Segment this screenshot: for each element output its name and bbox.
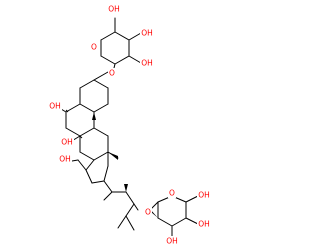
wedge-bond (92, 112, 96, 120)
bond (91, 180, 105, 184)
bond (157, 217, 173, 227)
bond (65, 127, 81, 137)
bond (65, 103, 81, 113)
hash-bond (79, 135, 83, 139)
ring-oh-label: OH (59, 155, 71, 164)
bond (125, 215, 135, 231)
top-sugar-ring-oxygen-label: O (91, 43, 97, 52)
bond (125, 203, 135, 217)
chemical-structure-diagram: OH OH OH O O OH OH OH O O OH OH OH (0, 0, 250, 250)
bond (133, 203, 139, 211)
bond (128, 32, 142, 41)
bottom-sugar-ring-oxygen-label: O (169, 189, 175, 198)
bottom-sugar-ring (149, 195, 199, 239)
bond (103, 191, 113, 201)
bond (77, 159, 87, 171)
bond (79, 103, 95, 113)
wedge-bond (124, 184, 128, 192)
hash-bond (65, 109, 69, 113)
bond (93, 79, 109, 89)
wedge-bond (108, 152, 118, 160)
bond (79, 151, 95, 161)
ring-oh-label: OH (49, 102, 61, 111)
bond (85, 159, 95, 171)
bond (103, 180, 113, 193)
diagram-background (0, 0, 250, 250)
stereo-wedges (65, 72, 158, 218)
wedge-bond (93, 72, 108, 81)
top-sugar-oh-label: OH (141, 29, 153, 38)
top-sugar-oh-label: OH (141, 59, 153, 68)
bond (185, 195, 199, 203)
bond (93, 103, 109, 113)
bond (171, 217, 187, 227)
ring-oh-label: OH (61, 138, 73, 147)
atom-labels: OH OH OH O O OH OH OH O O OH OH OH (48, 4, 211, 246)
top-sugar-oh-label: OH (108, 5, 120, 14)
bond (79, 127, 95, 137)
bond (114, 55, 130, 65)
bond (117, 215, 127, 229)
side-chain (103, 180, 139, 231)
bond (93, 127, 109, 137)
bond (79, 79, 95, 89)
bond (103, 165, 109, 182)
top-glycosidic-oxygen-label: O (109, 69, 115, 78)
bond (128, 55, 142, 64)
bond (100, 31, 116, 41)
bond (185, 217, 199, 225)
bond (114, 31, 130, 41)
bond (100, 55, 116, 65)
bond (85, 169, 93, 184)
bottom-glycosidic-oxygen-label: O (145, 208, 151, 217)
bottom-sugar-oh-label: OH (166, 237, 178, 246)
bond (93, 151, 109, 161)
bottom-sugar-oh-label: OH (198, 191, 210, 200)
bottom-sugar-oh-label: OH (198, 220, 210, 229)
bond (125, 191, 135, 205)
